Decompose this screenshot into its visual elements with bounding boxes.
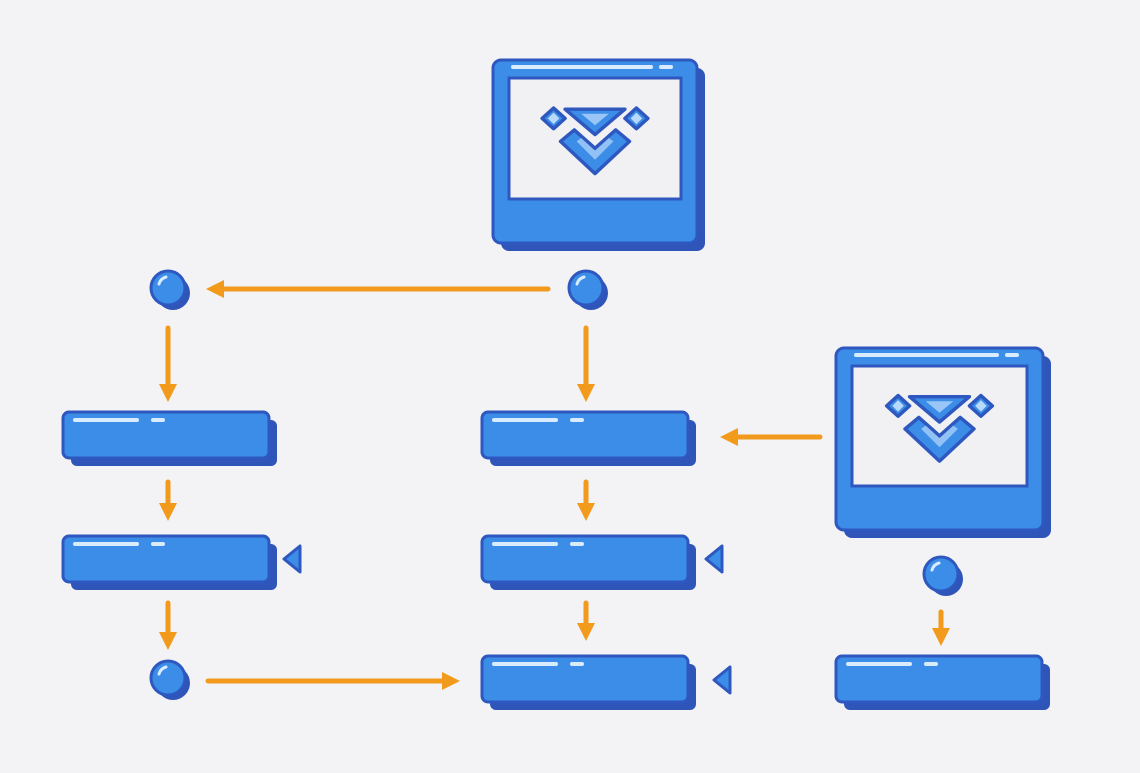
bar-left-2 [61,534,302,590]
arrow-monitor-right-to-bar-center-1 [720,428,823,446]
process-bar-icon [480,410,696,466]
arrow-node-bottom-left-to-bar-center-3 [205,672,460,690]
arrow-head-icon [442,672,460,690]
arrow-node-left-to-bar-left-1 [159,325,177,402]
circle-node-icon [149,269,190,310]
process-bar-icon [61,410,277,466]
arrow-head-icon [159,384,177,402]
monitor-layer [491,58,1051,538]
process-bar-icon [480,654,696,710]
circle-node-icon [567,269,608,310]
node-top-center [567,269,608,310]
node-right [922,555,963,596]
triangle-marker-icon [704,544,724,574]
arrow-head-icon [932,628,950,646]
node-bottom-left [149,659,190,700]
triangle-marker-icon [282,544,302,574]
arrow-bar-center-2-to-bar-center-3 [577,600,595,641]
node-top-left [149,269,190,310]
arrow-head-icon [206,280,224,298]
arrow-bar-left-1-to-bar-left-2 [159,479,177,521]
chevron-diamond-logo-icon [540,106,650,176]
arrow-head-icon [577,623,595,641]
arrow-head-icon [720,428,738,446]
monitor-top [491,58,705,251]
arrow-head-icon [159,632,177,650]
arrow-head-icon [577,384,595,402]
circle-node-icon [149,659,190,700]
arrow-center-to-left [206,280,551,298]
chevron-diamond-logo-icon [884,393,995,463]
arrow-layer [159,280,950,690]
node-layer [149,269,963,700]
arrow-node-right-to-bar-right-1 [932,609,950,646]
arrow-node-center-to-bar-center-1 [577,325,595,402]
monitor-right [834,346,1051,538]
arrow-head-icon [159,503,177,521]
arrow-head-icon [577,503,595,521]
process-bar-icon [834,654,1050,710]
bar-layer [61,410,1050,710]
bar-center-2 [480,534,724,590]
triangle-marker-icon [712,665,732,695]
circle-node-icon [922,555,963,596]
process-bar-icon [61,534,277,590]
bar-right-1 [834,654,1050,710]
arrow-bar-left-2-to-node-bottom-left [159,600,177,650]
process-bar-icon [480,534,696,590]
bar-left-1 [61,410,277,466]
bar-center-1 [480,410,696,466]
arrow-bar-center-1-to-bar-center-2 [577,479,595,521]
bar-center-3 [480,654,732,710]
